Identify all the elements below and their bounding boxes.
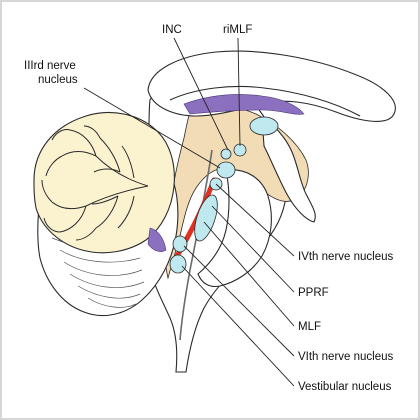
label-iiird-line2: nucleus — [38, 74, 78, 86]
vestibular-nucleus — [170, 255, 186, 273]
inc-nucleus — [221, 149, 231, 159]
iiird-nerve-nucleus — [217, 162, 235, 178]
label-vestibular: Vestibular nucleus — [298, 381, 392, 393]
vith-nerve-nucleus — [173, 236, 187, 252]
label-ivth: IVth nerve nucleus — [298, 251, 394, 263]
label-iiird-line1: IIIrd nerve — [24, 60, 76, 72]
label-rimlf: riMLF — [223, 24, 252, 36]
label-mlf: MLF — [298, 321, 321, 333]
label-vith: VIth nerve nucleus — [298, 351, 394, 363]
thalamic-nucleus — [250, 117, 278, 135]
label-pprf: PPRF — [298, 287, 329, 299]
label-inc: INC — [162, 24, 182, 36]
